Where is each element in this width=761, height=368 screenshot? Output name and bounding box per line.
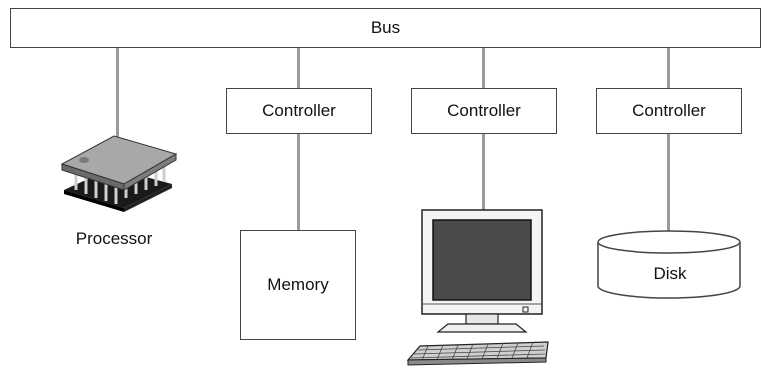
controller-box-memory: Controller	[226, 88, 372, 134]
controller-box-display: Controller	[411, 88, 557, 134]
chip-icon	[60, 135, 178, 212]
controller-box-disk: Controller	[596, 88, 742, 134]
memory-box: Memory	[240, 230, 356, 340]
controller1-bus-connector	[297, 48, 300, 88]
disk-connector	[667, 133, 670, 231]
disk-cylinder-icon	[597, 230, 741, 299]
controller-label: Controller	[262, 101, 336, 120]
keyboard-icon	[406, 341, 549, 366]
display-connector	[482, 133, 485, 213]
processor-label: Processor	[75, 229, 153, 248]
controller-label: Controller	[447, 101, 521, 120]
memory-connector	[297, 133, 300, 230]
bus-label: Bus	[370, 18, 401, 37]
controller2-bus-connector	[482, 48, 485, 88]
bus-box: Bus	[10, 8, 761, 48]
computer-monitor-icon	[421, 209, 543, 333]
memory-label: Memory	[267, 275, 329, 294]
disk-label: Disk	[653, 264, 687, 283]
controller-label: Controller	[632, 101, 706, 120]
processor-bus-connector	[116, 48, 119, 140]
controller3-bus-connector	[667, 48, 670, 88]
